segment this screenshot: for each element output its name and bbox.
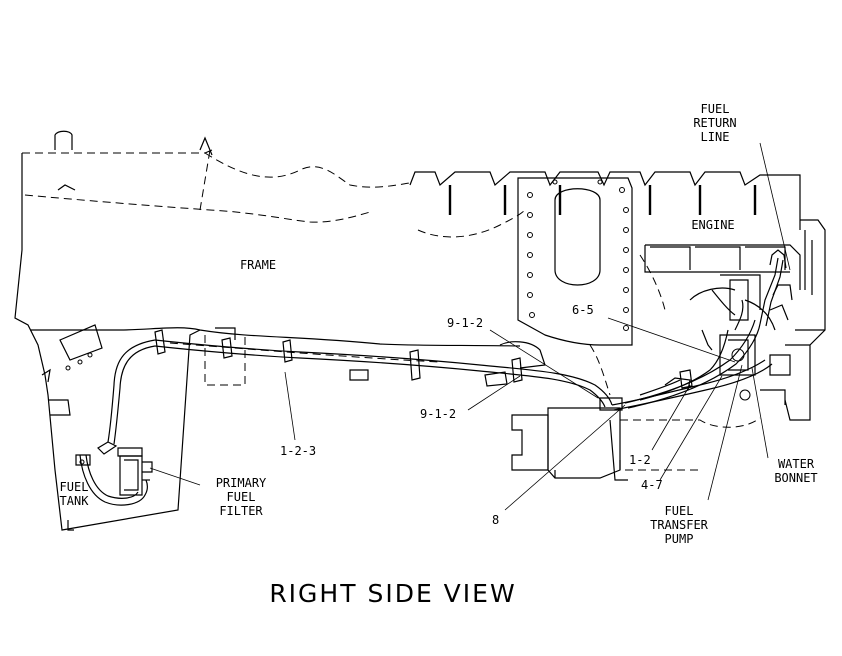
- callout-9-1-2-top: 9-1-2: [447, 316, 483, 330]
- label-fuel-return-line-1: FUEL: [701, 102, 730, 116]
- label-engine: ENGINE: [691, 218, 734, 232]
- label-water-bonnet-2: BONNET: [774, 471, 817, 485]
- label-primary-fuel-filter-2: FUEL: [227, 490, 256, 504]
- label-fuel-transfer-pump-3: PUMP: [665, 532, 694, 546]
- engine-mounting-plate: [499, 177, 633, 369]
- fuel-transfer-pump: [719, 334, 756, 376]
- fuel-lines: [75, 249, 793, 506]
- callout-1-2-3: 1-2-3: [280, 444, 316, 458]
- leader-lines: [149, 142, 791, 511]
- callout-4-7: 4-7: [641, 478, 663, 492]
- label-fuel-tank-1: FUEL: [60, 480, 89, 494]
- label-fuel-transfer-pump-2: TRANSFER: [650, 518, 709, 532]
- frame-outline: [14, 130, 521, 531]
- label-primary-fuel-filter-1: PRIMARY: [216, 476, 267, 490]
- callout-6-5: 6-5: [572, 303, 594, 317]
- label-fuel-transfer-pump-1: FUEL: [665, 504, 694, 518]
- label-primary-fuel-filter-3: FILTER: [219, 504, 263, 518]
- line-clips: [154, 329, 693, 411]
- label-fuel-tank-2: TANK: [60, 494, 90, 508]
- label-water-bonnet-1: WATER: [778, 457, 815, 471]
- labels: FRAME ENGINE FUEL RETURN LINE 9-1-2 6-5 …: [60, 102, 818, 608]
- callout-9-1-2-bottom: 9-1-2: [420, 407, 456, 421]
- primary-fuel-filter: [117, 447, 153, 496]
- callout-8: 8: [492, 513, 499, 527]
- label-fuel-return-line-3: LINE: [701, 130, 730, 144]
- transmission-housing: [511, 344, 621, 479]
- diagram-title: RIGHT SIDE VIEW: [269, 579, 516, 608]
- label-fuel-return-line-2: RETURN: [693, 116, 736, 130]
- label-frame: FRAME: [240, 258, 276, 272]
- callout-1-2: 1-2: [629, 453, 651, 467]
